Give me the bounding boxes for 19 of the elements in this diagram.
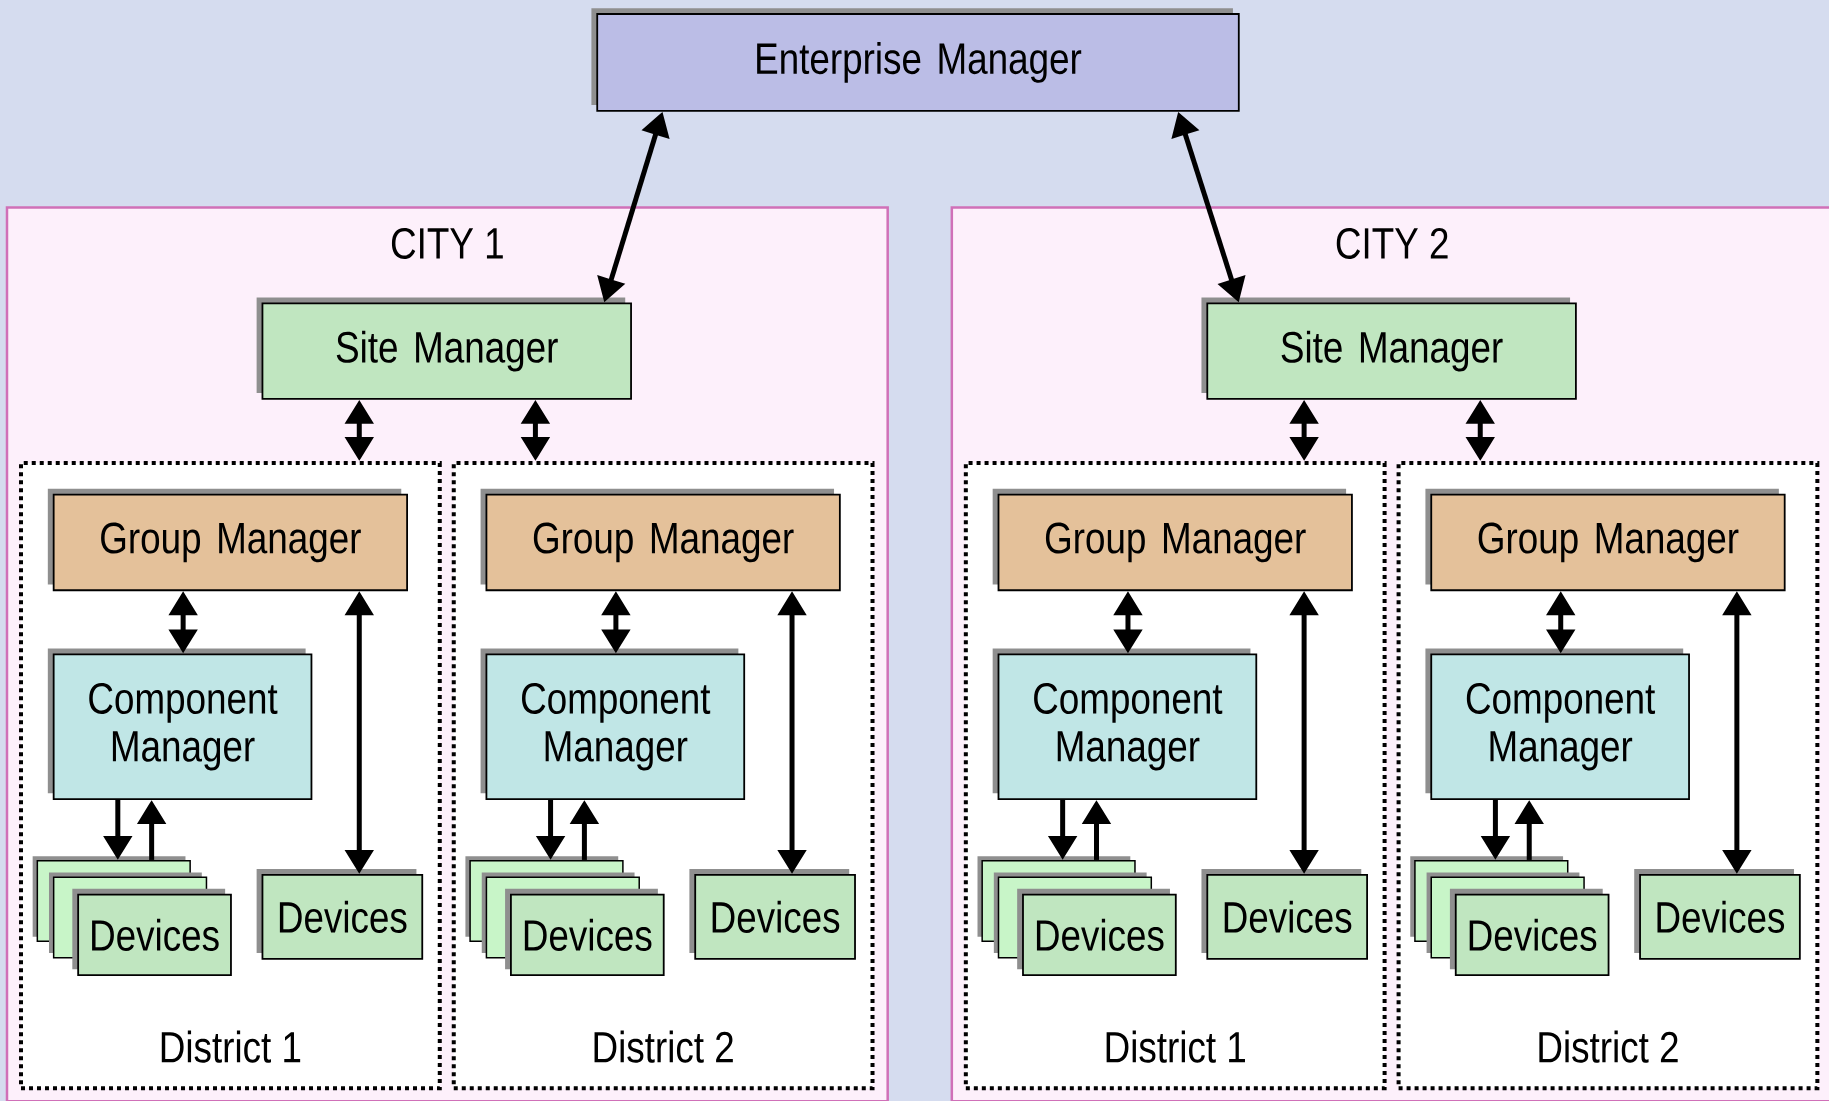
device-stack: Devices: [1410, 856, 1610, 976]
manager-box: Site Manager: [1201, 297, 1577, 400]
device-box: Devices: [689, 868, 856, 960]
manager-box: Component Manager: [992, 648, 1258, 800]
manager-box: Group Manager: [480, 488, 841, 592]
manager-box: Group Manager: [47, 488, 408, 592]
manager-box: Component Manager: [1425, 648, 1690, 800]
manager-box: Component Manager: [47, 648, 313, 800]
device-stack: Devices: [465, 856, 665, 976]
manager-box: Group Manager: [992, 488, 1353, 592]
manager-box: Enterprise Manager: [591, 8, 1240, 112]
device-box: Devices: [1634, 868, 1801, 960]
device-stack: Devices: [32, 856, 232, 976]
manager-box: Site Manager: [256, 297, 632, 400]
manager-box: Component Manager: [480, 648, 746, 800]
device-box: Devices: [1201, 868, 1368, 960]
manager-box: Group Manager: [1425, 488, 1786, 592]
device-box: Devices: [256, 868, 424, 960]
device-stack: Devices: [977, 856, 1177, 976]
